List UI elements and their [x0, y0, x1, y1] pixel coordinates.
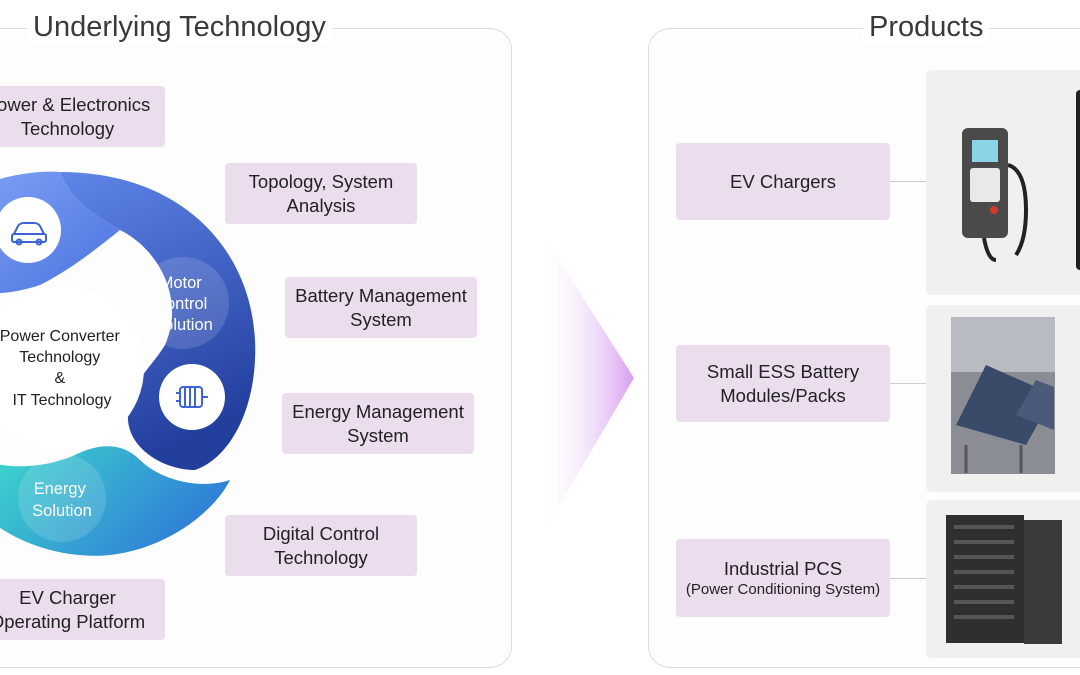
tag-power-electronics-line-2: Technology [20, 117, 115, 139]
connector-pcs [890, 578, 926, 579]
tag-topology-line-2: Analysis [286, 194, 356, 216]
tag-topology-line-1: Topology, System [248, 170, 394, 192]
underlying-technology-title: Underlying Technology [27, 10, 332, 44]
svg-text:Energy Solution: Energy Solution [32, 480, 92, 520]
product-ev-chargers-label: EV Chargers [730, 170, 836, 192]
tag-energy-line-2: System [347, 424, 409, 446]
wheel-center [0, 286, 144, 450]
svg-text:Motor Control Solution: Motor Control Solution [153, 274, 213, 334]
tag-energy-line-1: Energy Management [292, 400, 464, 422]
tag-digital-line-1: Digital Control [262, 522, 380, 544]
motor-line-3: Solution [153, 316, 213, 334]
tag-battery-line-1: Battery Management [295, 284, 467, 306]
product-industrial-pcs-sub: (Power Conditioning System) [685, 581, 881, 598]
product-ev-chargers: EV Chargers [676, 143, 890, 220]
tag-power-electronics-line-1: Power & Electronics [0, 93, 151, 115]
pcs-photo [926, 500, 1080, 658]
tag-ev-platform-line-2: Operating Platform [0, 610, 146, 632]
energy-line-2: Solution [32, 502, 92, 520]
ev-charger-photo [926, 70, 1080, 295]
tag-battery-line-2: System [350, 308, 412, 330]
products-title: Products [863, 10, 990, 44]
product-industrial-pcs: Industrial PCS (Power Conditioning System… [676, 539, 890, 617]
motor-line-2: Control [154, 295, 207, 313]
ess-photo [926, 305, 1080, 492]
motor-icon [176, 386, 208, 408]
wheel-segment-teal [0, 446, 230, 556]
connector-ev [890, 181, 926, 182]
product-industrial-pcs-line-1: Industrial PCS [723, 558, 843, 579]
center-line-1: Power Converter [0, 328, 120, 345]
center-line-4: IT Technology [12, 392, 111, 409]
car-icon [11, 222, 47, 246]
motor-line-1: Motor [160, 274, 203, 292]
svg-text:Power Converter Technology: Power Converter Technology & IT Technolo… [0, 328, 124, 409]
technology-wheel: Motor Control Solution Energy Solution P… [0, 171, 256, 556]
center-line-2: Technology [19, 349, 100, 366]
tag-digital-line-2: Technology [274, 546, 368, 568]
center-line-3: & [54, 370, 65, 387]
tag-ev-platform-line-1: EV Charger [19, 586, 116, 608]
flow-arrow [542, 233, 634, 535]
product-small-ess-line-2: Modules/Packs [720, 384, 846, 406]
energy-line-1: Energy [34, 480, 87, 498]
connector-ess [890, 383, 926, 384]
product-small-ess-line-1: Small ESS Battery [706, 360, 860, 382]
